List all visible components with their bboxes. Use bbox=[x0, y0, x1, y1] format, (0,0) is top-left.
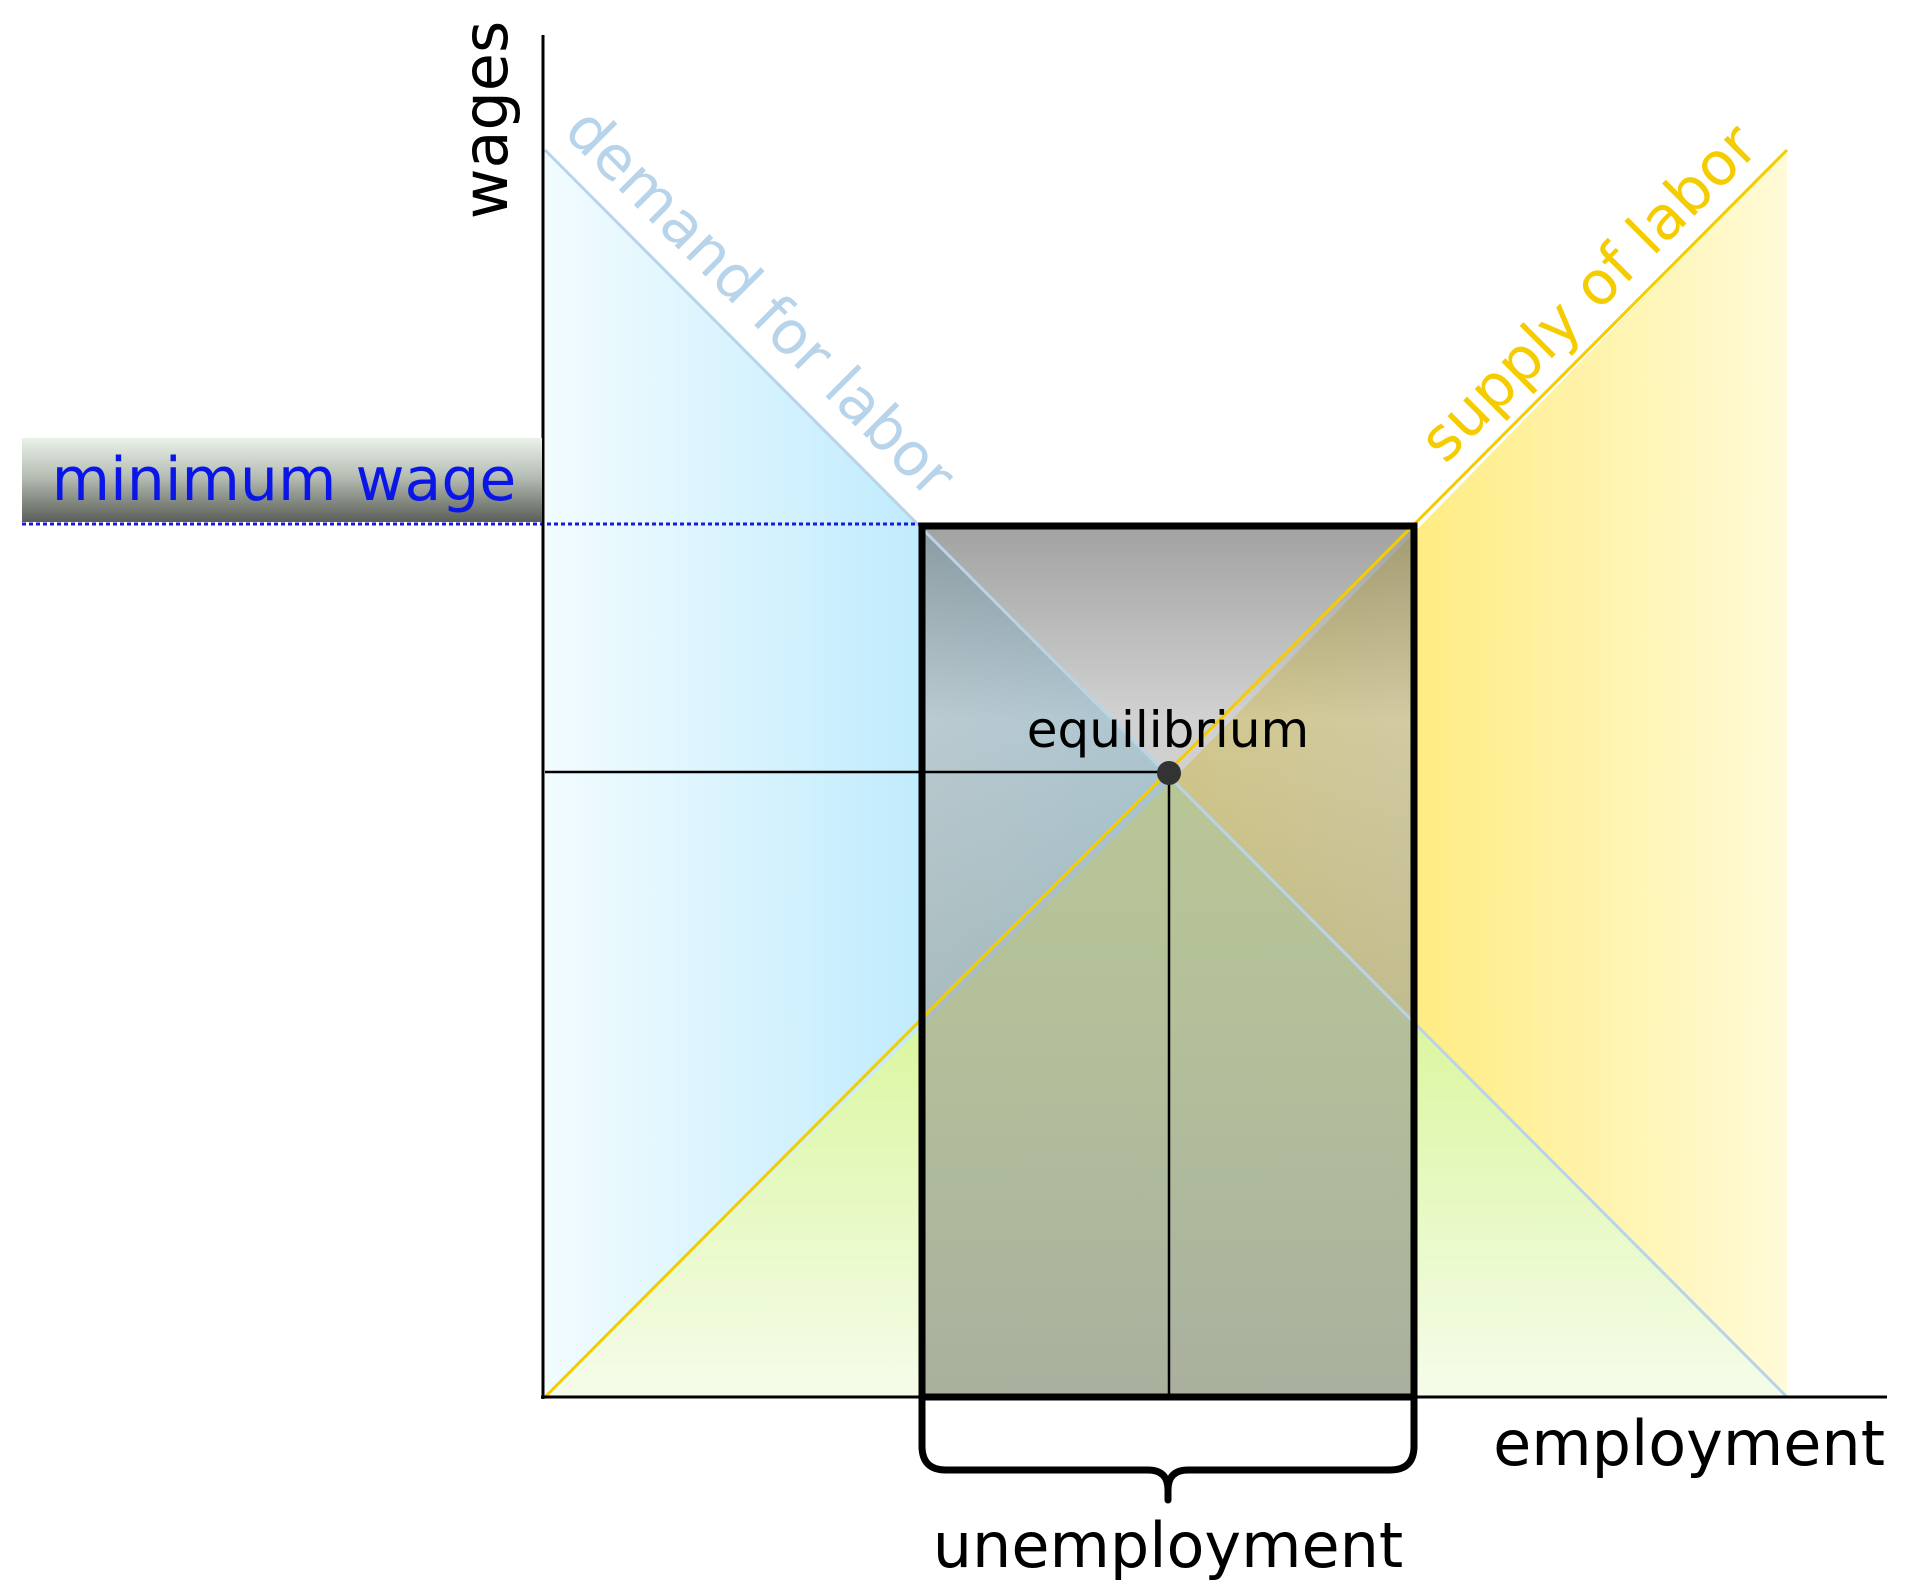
supply-region bbox=[1173, 150, 1787, 1397]
minimum-wage-label-box bbox=[22, 438, 542, 522]
y-axis-label: wages bbox=[449, 21, 522, 220]
equilibrium-label: equilibrium bbox=[1027, 701, 1309, 759]
unemployment-label: unemployment bbox=[933, 1509, 1403, 1582]
unemployment-brace bbox=[918, 1393, 1418, 1504]
equilibrium-point bbox=[1157, 761, 1181, 785]
x-axis-label: employment bbox=[1493, 1407, 1885, 1480]
minimum-wage-label: minimum wage bbox=[52, 445, 517, 515]
